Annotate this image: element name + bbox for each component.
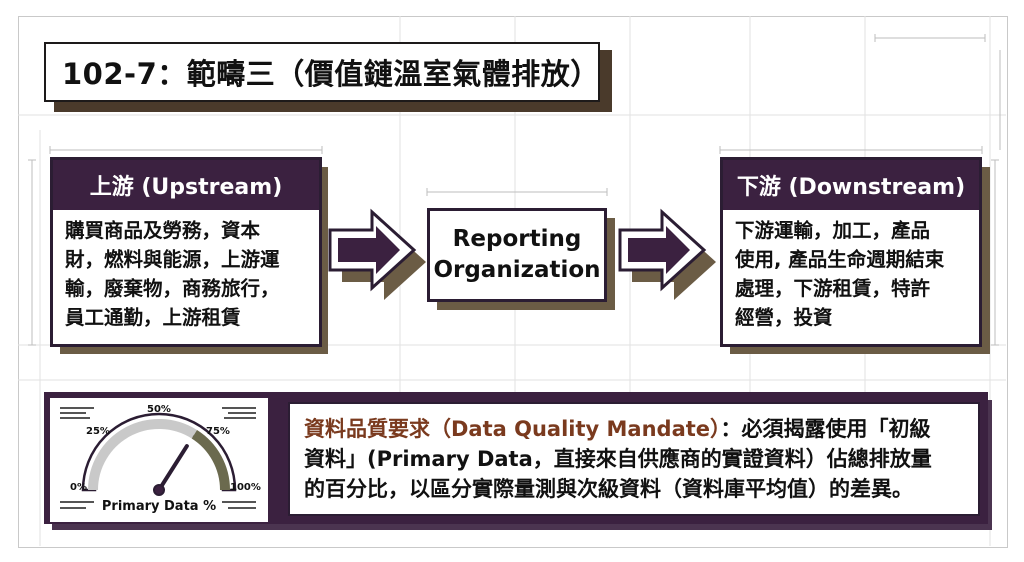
gauge-hub (153, 484, 165, 496)
title-box: 102-7：範疇三（價值鏈溫室氣體排放） (44, 42, 600, 102)
downstream-header: 下游 (Downstream) (723, 160, 979, 210)
upstream-panel: 上游 (Upstream) 購買商品及勞務，資本 財，燃料與能源，上游運 輸，廢… (50, 157, 322, 347)
downstream-line: 使用, 產品生命週期結束 (735, 248, 945, 271)
mandate-card: 資料品質要求（Data Quality Mandate）：必須揭露使用「初級 資… (288, 402, 980, 516)
gauge-tick-0: 0% (70, 482, 87, 493)
gauge-title: Primary Data % (101, 499, 217, 514)
canvas-frame (18, 16, 1008, 548)
gauge-fill (191, 430, 230, 491)
gauge-tick-100: 100% (230, 482, 261, 493)
upstream-header: 上游 (Upstream) (53, 160, 319, 210)
gauge-card: 0% 25% 50% 75% 100% Primary Data % (50, 398, 268, 522)
org-line: Reporting (452, 226, 582, 252)
upstream-list: 購買商品及勞務，資本 財，燃料與能源，上游運 輸，廢棄物，商務旅行， 員工通勤，… (65, 216, 309, 332)
gauge-tick-25: 25% (86, 426, 110, 437)
upstream-line: 員工通勤，上游租賃 (65, 306, 241, 329)
gauge-tick-75: 75% (206, 426, 230, 437)
downstream-line: 下游運輸，加工，產品 (735, 219, 931, 242)
mandate-line: 資料」(Primary Data，直接來自供應商的實證資料）佔總排放量 (304, 447, 932, 471)
reporting-organization-box: Reporting Organization (427, 208, 607, 302)
decor-lines-icon (60, 407, 256, 509)
mandate-title: 資料品質要求（Data Quality Mandate） (304, 417, 721, 441)
gauge-track (88, 419, 198, 491)
arrow-right-icon (618, 208, 716, 300)
gauge-graphic (60, 407, 256, 509)
gauge-needle (157, 444, 189, 492)
downstream-list: 下游運輸，加工，產品 使用, 產品生命週期結束 處理，下游租賃，特許 經營，投資 (735, 216, 969, 332)
upstream-line: 輸，廢棄物，商務旅行， (65, 277, 280, 300)
upstream-line: 財，燃料與能源，上游運 (65, 248, 280, 271)
downstream-line: 經營，投資 (735, 306, 833, 329)
arrow-right-icon (328, 208, 426, 300)
mandate-line: ：必須揭露使用「初級 (720, 417, 931, 441)
mandate-text: 資料品質要求（Data Quality Mandate）：必須揭露使用「初級 資… (304, 414, 966, 504)
org-line: Organization (433, 257, 601, 283)
downstream-panel: 下游 (Downstream) 下游運輸，加工，產品 使用, 產品生命週期結束 … (720, 157, 982, 347)
upstream-line: 購買商品及勞務，資本 (65, 219, 261, 242)
downstream-line: 處理，下游租賃，特許 (735, 277, 931, 300)
mandate-line: 的百分比，以區分實際量測與次級資料（資料庫平均值）的差異。 (304, 477, 913, 501)
page-title: 102-7：範疇三（價值鏈溫室氣體排放） (62, 57, 600, 91)
gauge-tick-50: 50% (147, 404, 171, 415)
